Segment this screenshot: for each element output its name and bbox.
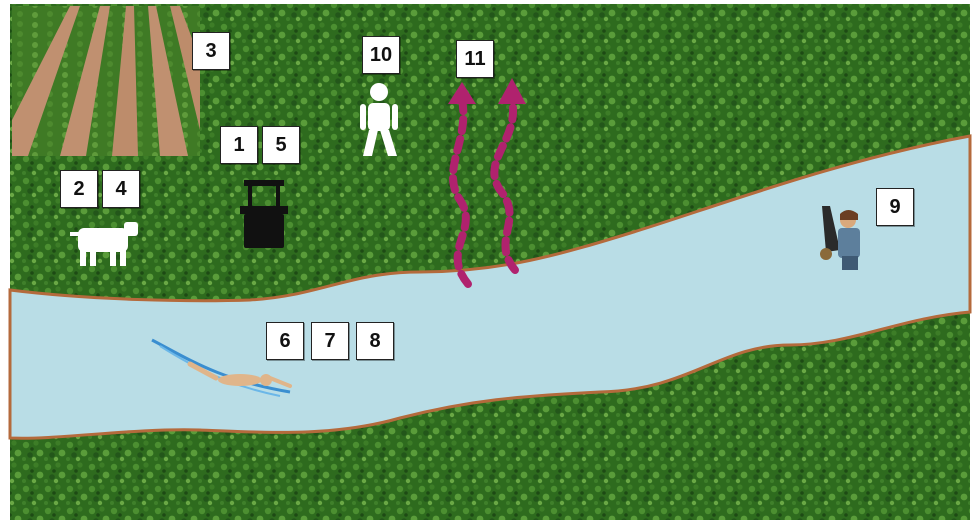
label-field: 3 [192, 32, 230, 70]
label-fishing: 9 [876, 188, 914, 226]
label-air: 11 [456, 40, 494, 78]
label-river-b: 7 [311, 322, 349, 360]
label-human: 10 [362, 36, 400, 74]
label-river-c: 8 [356, 322, 394, 360]
label-livestock-b: 4 [102, 170, 140, 208]
crop-field-image [12, 6, 200, 156]
label-well-a: 1 [220, 126, 258, 164]
label-livestock-a: 2 [60, 170, 98, 208]
label-well-b: 5 [262, 126, 300, 164]
label-river-a: 6 [266, 322, 304, 360]
